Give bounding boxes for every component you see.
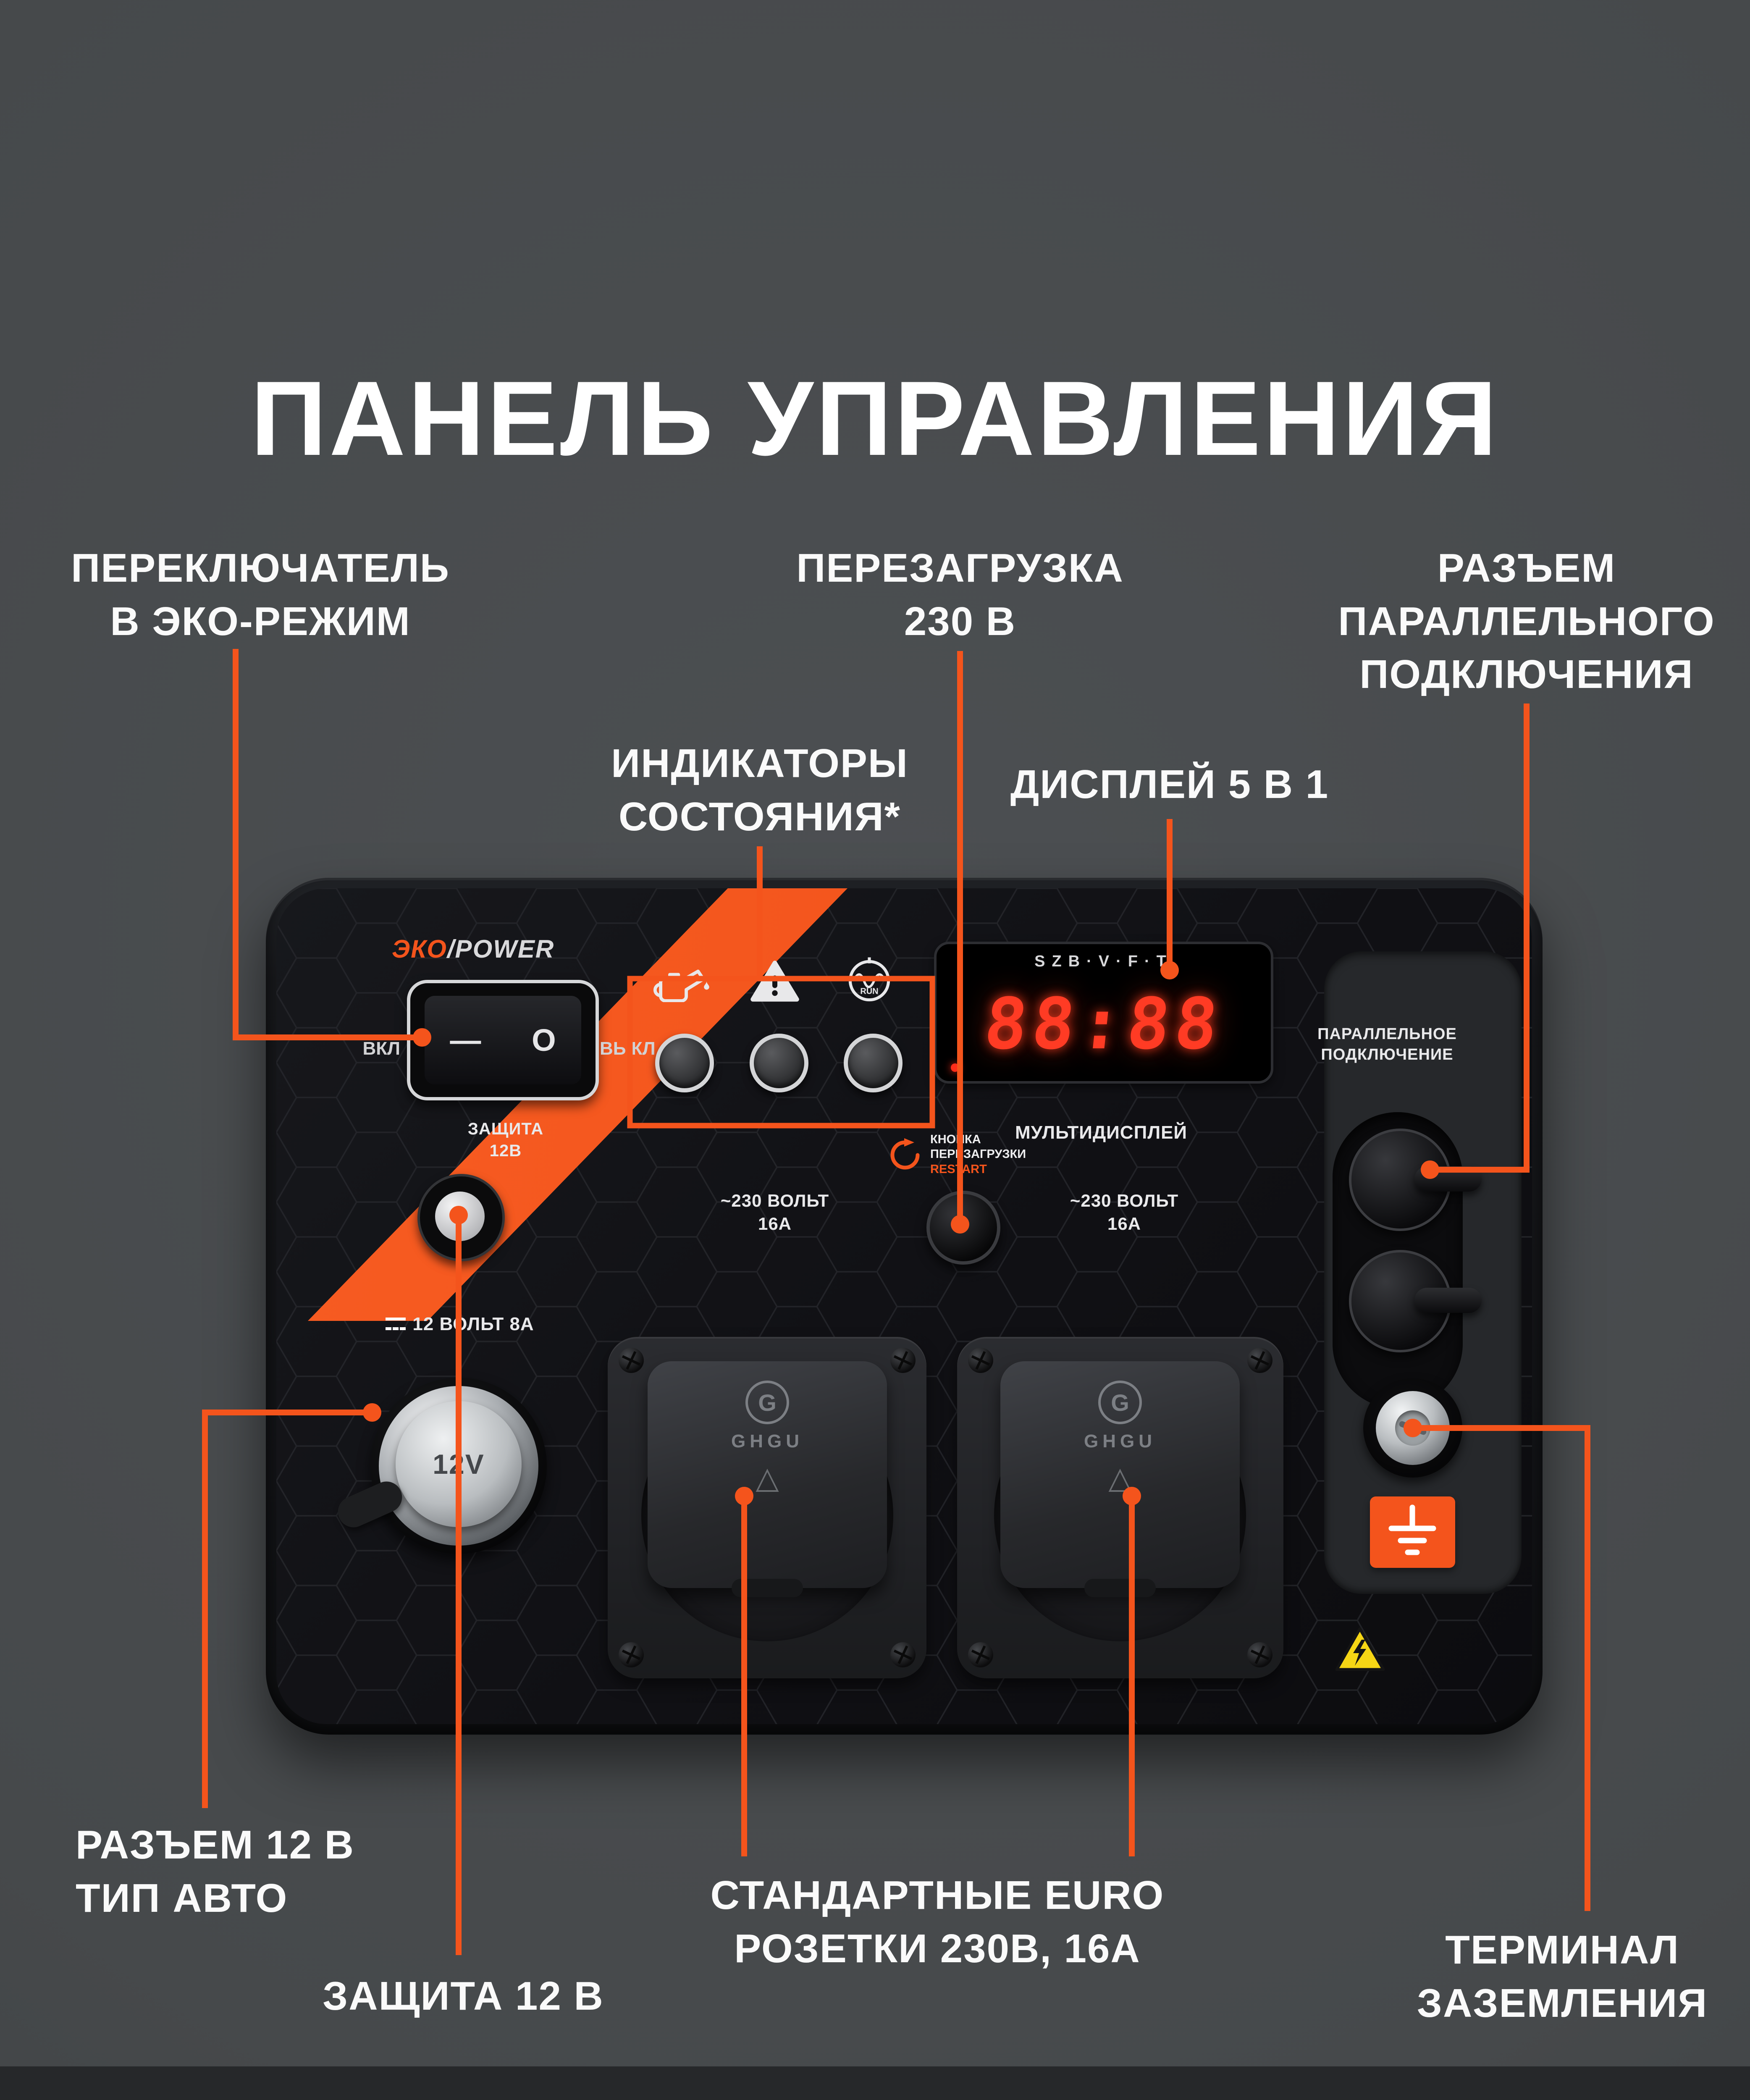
display-led	[951, 1063, 959, 1072]
eco-label: ЭКО	[392, 935, 447, 963]
restart-caption-line1: КНОПКА	[930, 1133, 981, 1146]
socket-brand: GHGU	[1084, 1431, 1156, 1452]
screw-icon	[968, 1642, 993, 1667]
callout-status-indicators: ИНДИКАТОРЫ СОСТОЯНИЯ*	[611, 741, 908, 839]
socket-12v-auto: 12V	[370, 1378, 547, 1554]
callout-reset-230: ПЕРЕЗАГРУЗКА 230 В	[796, 546, 1124, 644]
v12-label: 12 ВОЛЬТ 8А	[367, 1314, 552, 1335]
socket-cover-lip	[1084, 1579, 1156, 1597]
socket-cert-mark: △	[1108, 1461, 1132, 1495]
ground-bolt-core	[1395, 1410, 1430, 1446]
protection-12v-button	[417, 1174, 505, 1261]
display-caption: SZB·V·F·T	[1034, 953, 1173, 970]
socket-12v-cap: 12V	[396, 1401, 522, 1527]
callout-ground-terminal: ТЕРМИНАЛ ЗАЗЕМЛЕНИЯ	[1417, 1927, 1708, 2026]
oil-indicator-icon	[649, 960, 712, 1004]
socket-logo: G	[1098, 1381, 1142, 1424]
socket-brand: GHGU	[731, 1431, 803, 1452]
socket-logo-letter: G	[758, 1389, 777, 1416]
screw-icon	[619, 1642, 644, 1667]
rocker: — O	[425, 996, 581, 1084]
callout-socket-12v: РАЗЪЕМ 12 В ТИП АВТО	[76, 1822, 354, 1921]
legend-footer: Индикаторы состояния: * Индикатор масла …	[0, 2066, 1750, 2100]
high-voltage-warning-sticker	[1334, 1625, 1386, 1676]
overload-indicator-light	[750, 1034, 808, 1092]
protection-label: ЗАЩИТА 12В	[467, 1120, 544, 1160]
eco-rocker-switch: — O	[407, 980, 599, 1100]
protection-button-cap	[435, 1192, 485, 1241]
generator-control-panel-photo: ЭКО/POWER — O ВКЛ ВЫКЛ	[266, 878, 1543, 1735]
screw-icon	[968, 1348, 993, 1373]
restart-button	[926, 1191, 1000, 1265]
socket-cert-mark: △	[756, 1461, 779, 1495]
screw-icon	[1247, 1642, 1272, 1667]
ground-terminal	[1363, 1378, 1462, 1478]
socket-logo: G	[745, 1381, 789, 1424]
socket-12v-cap-text: 12V	[433, 1449, 485, 1480]
restart-caption-line2: ПЕРЕЗАГРУЗКИ	[930, 1147, 1026, 1161]
callout-protection-12v: ЗАЩИТА 12 В	[323, 1974, 604, 2019]
restart-caption-line3: RESTART	[930, 1162, 987, 1176]
screw-icon	[619, 1348, 644, 1373]
euro-socket-right: G GHGU △	[957, 1337, 1283, 1678]
svg-text:RUN: RUN	[860, 987, 878, 996]
multidisplay-screen: SZB·V·F·T 88:88	[934, 942, 1273, 1084]
oil-indicator-light	[655, 1034, 714, 1092]
callout-eco-switch: ПЕРЕКЛЮЧАТЕЛЬ В ЭКО-РЕЖИМ	[71, 546, 450, 644]
voltage-indicator-light	[844, 1034, 903, 1092]
screw-icon	[890, 1642, 916, 1667]
eco-power-label: ЭКО/POWER	[392, 934, 554, 963]
dc-symbol-icon	[386, 1318, 406, 1330]
callout-parallel-port: РАЗЪЕМ ПАРАЛЛЕЛЬНОГО ПОДКЛЮЧЕНИЯ	[1338, 546, 1715, 697]
socket-cover-left: G GHGU △	[648, 1361, 887, 1597]
ground-symbol-icon	[1388, 1504, 1436, 1555]
socket-logo-letter: G	[1111, 1389, 1129, 1416]
rocker-on-mark: —	[450, 1023, 481, 1058]
overload-indicator-icon	[750, 958, 800, 1006]
parallel-port-bottom	[1349, 1250, 1482, 1352]
switch-off-label: ВЫКЛ	[600, 1038, 656, 1059]
switch-on-label: ВКЛ	[362, 1038, 400, 1059]
multidisplay-label: МУЛЬТИДИСПЛЕЙ	[1015, 1122, 1188, 1143]
v230-left-label: ~230 ВОЛЬТ 16А	[720, 1191, 829, 1234]
power-label: /POWER	[447, 935, 555, 963]
display-digits: 88:88	[980, 983, 1227, 1065]
rocker-off-mark: O	[532, 1023, 556, 1058]
restart-caption: КНОПКА ПЕРЕЗАГРУЗКИ RESTART	[930, 1132, 1026, 1177]
screw-icon	[1247, 1348, 1272, 1373]
socket-cover-right: G GHGU △	[1000, 1361, 1240, 1597]
restart-icon	[887, 1137, 923, 1175]
screw-icon	[890, 1348, 916, 1373]
euro-socket-left: G GHGU △	[608, 1337, 926, 1678]
ground-bolt	[1376, 1391, 1450, 1465]
v12-label-text: 12 ВОЛЬТ 8А	[412, 1314, 534, 1334]
parallel-label: ПАРАЛЛЕЛЬНОЕ ПОДКЛЮЧЕНИЕ	[1317, 1025, 1457, 1064]
parallel-port-top	[1349, 1129, 1482, 1231]
voltage-indicator-icon: RUN	[845, 957, 893, 1007]
v230-right-label: ~230 ВОЛЬТ 16А	[1070, 1191, 1179, 1234]
page-title: ПАНЕЛЬ УПРАВЛЕНИЯ	[250, 360, 1500, 478]
ground-symbol-sticker	[1370, 1496, 1455, 1568]
socket-cover-lip	[732, 1579, 803, 1597]
callout-display-5in1: ДИСПЛЕЙ 5 В 1	[1010, 762, 1329, 807]
callout-euro-sockets: СТАНДАРТНЫЕ EURO РОЗЕТКИ 230В, 16А	[710, 1873, 1165, 1971]
socket-12v-ring: 12V	[379, 1386, 538, 1546]
